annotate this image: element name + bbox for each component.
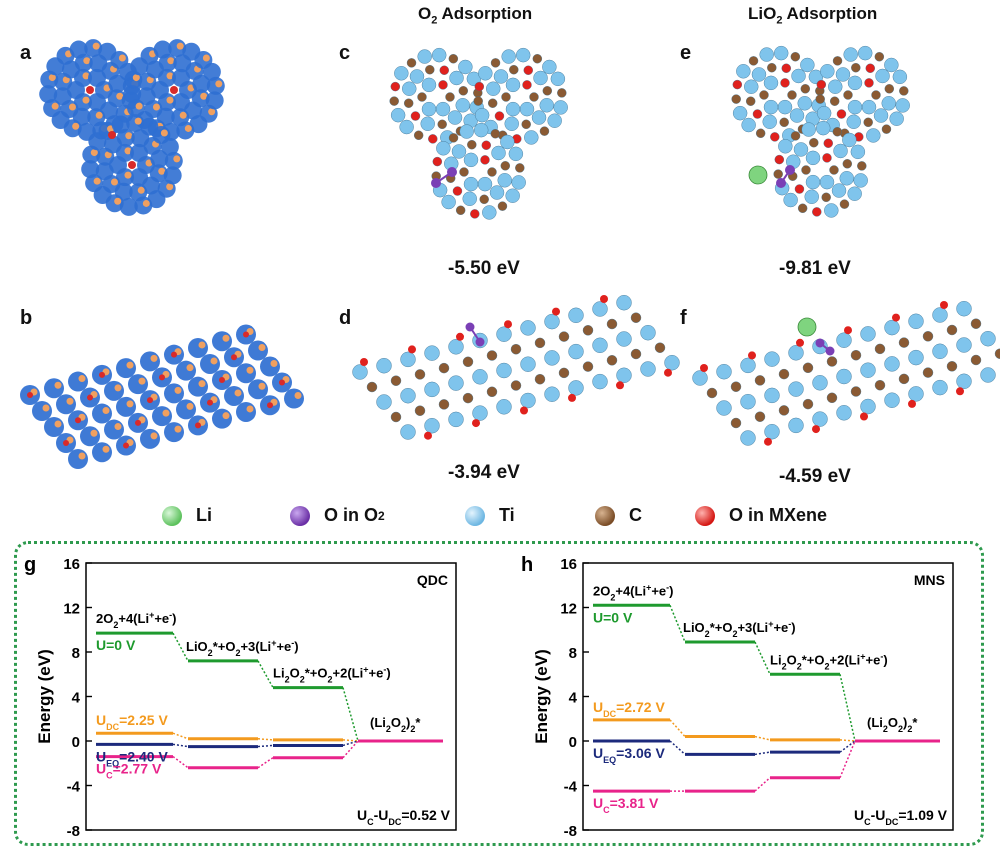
y-tick-label: 12 (560, 601, 577, 618)
panel-label-d: d (339, 307, 352, 329)
series-3 (593, 739, 940, 793)
panel-label-f: f (680, 307, 687, 329)
title-o2-adsorption: O2 Adsorption (418, 4, 533, 27)
energy-e: -9.81 eV (779, 258, 851, 279)
e-li-atom (748, 165, 768, 185)
step-label-3: Li2O2*+O2+2(Li++e-) (273, 665, 391, 685)
y-tick-label: 16 (63, 556, 80, 573)
uc-udc-annotation: UC-UDC=1.09 V (854, 807, 948, 827)
legend-ti-swatch (465, 505, 485, 526)
step-connector (257, 744, 274, 748)
step-connector (342, 740, 359, 747)
y-tick-label: 8 (72, 645, 80, 662)
y-tick-label: -4 (67, 779, 81, 796)
system-tag: MNS (914, 572, 945, 588)
step-connector (257, 738, 274, 741)
e-cluster (731, 45, 910, 218)
potential-label-0: U=0 V (96, 637, 136, 653)
title-lio2-adsorption: LiO2 Adsorption (748, 4, 878, 27)
plot-frame (85, 562, 457, 831)
step-label-2: LiO2*+O2+3(Li++e-) (186, 638, 299, 658)
potential-label-3: UC=3.81 V (593, 795, 659, 815)
y-tick-label: -4 (564, 779, 578, 796)
step-connector (669, 719, 686, 738)
energy-diagrams-frame (14, 541, 984, 846)
step-connector (257, 660, 274, 688)
a-cluster (39, 39, 225, 216)
step-connector (669, 604, 686, 643)
panel-label-h: h (521, 554, 533, 576)
step-connector (342, 687, 359, 742)
step-connector (342, 739, 359, 742)
y-tick-label: 4 (72, 690, 81, 707)
legend-li: Li (162, 505, 212, 526)
step-label-3: Li2O2*+O2+2(Li++e-) (770, 651, 888, 671)
legend-o-in-mxene: O in MXene (695, 505, 827, 526)
y-tick-label: -8 (564, 823, 577, 840)
step-connector (257, 757, 274, 769)
series-3 (96, 739, 443, 770)
potential-label-0: U=0 V (593, 609, 633, 625)
y-tick-label: 0 (569, 734, 577, 751)
potential-label-2: UEQ=2.40 V (96, 748, 168, 768)
y-tick-label: 4 (569, 690, 578, 707)
y-axis-label: Energy (eV) (35, 649, 54, 743)
step-label-2: LiO2*+O2+3(Li++e-) (683, 619, 796, 639)
step-connector (754, 735, 771, 741)
potential-label-1: UDC=2.72 V (593, 699, 665, 719)
step-connector (839, 740, 856, 753)
potential-label-2: UEQ=3.06 V (593, 745, 665, 765)
y-tick-label: 8 (569, 645, 577, 662)
legend-li-swatch (162, 505, 182, 526)
step-connector (754, 641, 771, 675)
d-slab (352, 295, 680, 440)
step-label-1: 2O2+4(Li++e-) (593, 582, 674, 602)
step-connector (669, 740, 686, 755)
y-axis-label: Energy (eV) (532, 649, 551, 743)
legend-c-swatch (595, 505, 615, 526)
y-tick-label: 0 (72, 734, 80, 751)
step-connector (754, 751, 771, 756)
panel-label-a: a (20, 42, 32, 64)
step-connector (172, 632, 189, 662)
energy-d: -3.94 eV (448, 462, 520, 483)
step-connector (172, 732, 189, 740)
f-li-atom (797, 317, 817, 337)
f-slab (692, 301, 1000, 446)
step-label-4: (Li2O2)2* (370, 715, 421, 734)
step-connector (754, 777, 771, 792)
step-connector (172, 743, 189, 748)
step-connector (839, 740, 856, 778)
y-tick-label: 12 (63, 601, 80, 618)
panel-label-e: e (680, 42, 692, 64)
step-label-1: 2O2+4(Li++e-) (96, 610, 177, 630)
potential-label-1: UDC=2.25 V (96, 712, 168, 732)
energy-f: -4.59 eV (779, 466, 851, 487)
panel-label-b: b (20, 307, 33, 329)
structure-figures (20, 39, 1000, 469)
legend-o-mxene-swatch (695, 505, 715, 526)
y-tick-label: 16 (560, 556, 577, 573)
step-connector (839, 739, 856, 742)
step-connector (342, 740, 359, 759)
step-connector (172, 755, 189, 769)
energy-c: -5.50 eV (448, 258, 520, 279)
step-connector (839, 674, 856, 742)
step-label-4: (Li2O2)2* (867, 715, 918, 734)
panel-label-g: g (24, 554, 36, 576)
c-cluster (389, 47, 568, 220)
y-tick-label: -8 (67, 823, 80, 840)
legend-o2-swatch (290, 505, 310, 526)
potential-label-3: UC=2.77 V (96, 761, 162, 781)
uc-udc-annotation: UC-UDC=0.52 V (357, 807, 451, 827)
b-slab (20, 324, 304, 469)
panel-label-c: c (339, 42, 351, 64)
legend-ti: Ti (465, 505, 515, 526)
system-tag: QDC (417, 572, 448, 588)
legend-c: C (595, 505, 642, 526)
